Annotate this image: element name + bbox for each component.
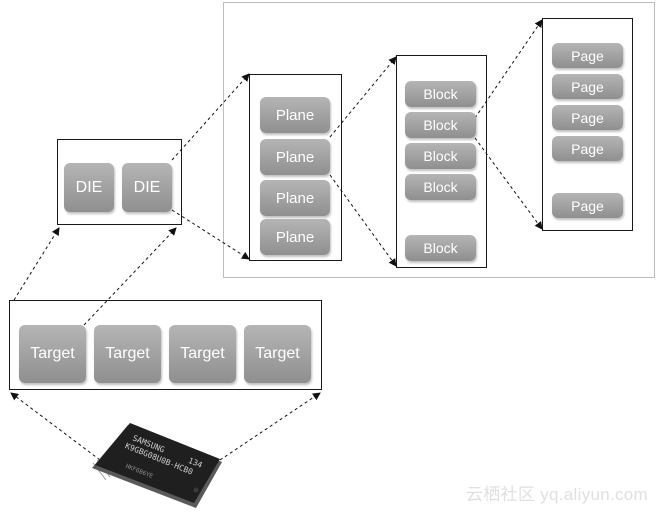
plane-node: Plane — [260, 139, 330, 175]
target-node: Target — [94, 325, 161, 383]
block-node: Block — [405, 143, 476, 169]
block-node: Block — [405, 235, 476, 261]
arrow-plane-to-block-top — [329, 56, 397, 138]
arrow-chip-to-target-left — [10, 392, 101, 461]
plane-node: Plane — [260, 97, 330, 133]
block-node: Block — [405, 81, 476, 107]
arrow-chip-to-target-right — [219, 392, 321, 461]
page-node: Page — [552, 193, 623, 218]
target-node: Target — [169, 325, 236, 383]
arrow-block-to-page-top — [474, 19, 543, 119]
arrow-target-to-die-left — [13, 227, 60, 301]
page-node: Page — [552, 74, 623, 99]
arrow-die-to-plane-top — [171, 73, 250, 161]
plane-node: Plane — [260, 219, 330, 255]
watermark-text: 云栖社区 yq.aliyun.com — [465, 485, 648, 504]
arrow-plane-to-block-bottom — [329, 174, 397, 267]
block-node: Block — [405, 174, 476, 200]
block-node: Block — [405, 112, 476, 138]
arrow-block-to-page-bottom — [474, 137, 543, 230]
target-node: Target — [244, 325, 311, 383]
die-node: DIE — [122, 163, 172, 212]
arrow-target-to-die-right — [83, 227, 177, 326]
plane-node: Plane — [260, 180, 330, 216]
die-node: DIE — [64, 163, 114, 212]
page-node: Page — [552, 105, 623, 130]
target-node: Target — [19, 325, 86, 383]
page-node: Page — [552, 43, 623, 68]
page-node: Page — [552, 136, 623, 161]
